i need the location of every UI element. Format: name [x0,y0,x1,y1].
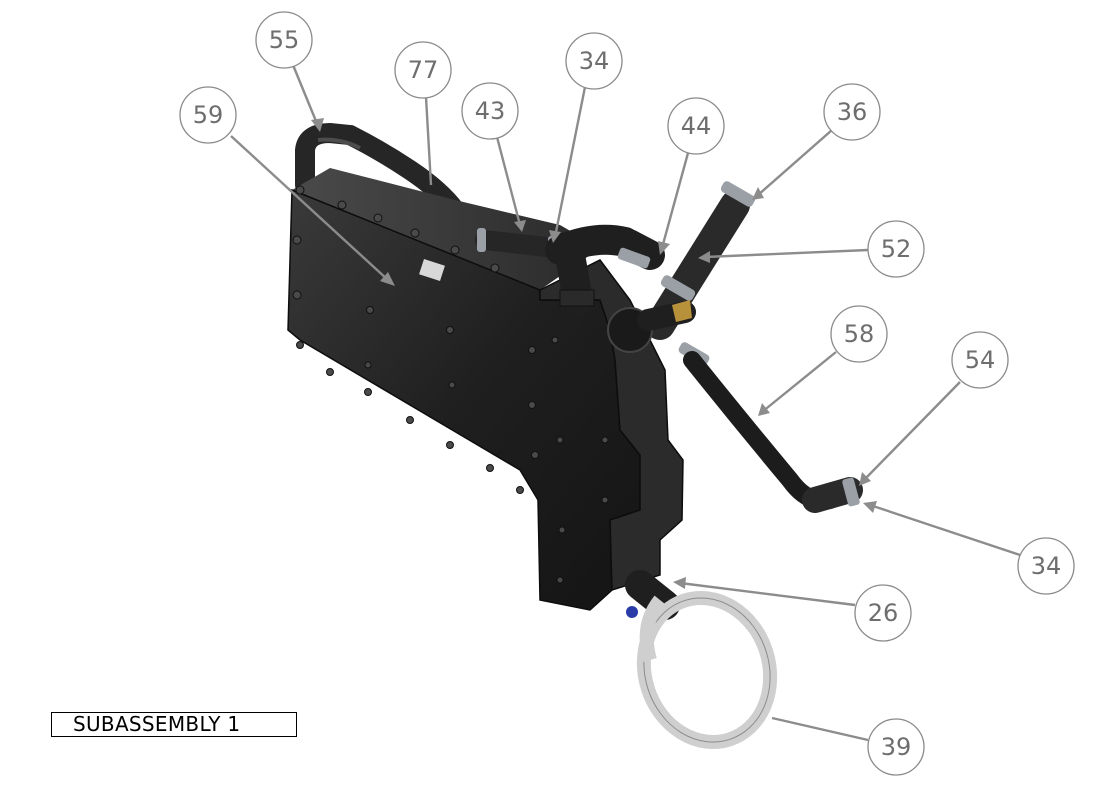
leader-59 [230,135,389,281]
svg-text:39: 39 [881,733,912,761]
leader-44 [660,152,690,249]
svg-text:52: 52 [881,235,912,263]
balloon-26: 26 [854,584,912,642]
leader-43 [495,136,522,226]
leader-26 [679,581,856,607]
svg-text:55: 55 [269,26,300,54]
svg-text:26: 26 [868,599,899,627]
balloon-36: 36 [823,83,881,141]
leader-52 [704,248,869,259]
leader-34a [553,86,587,238]
id-plate [419,258,445,282]
balloon-callouts: 55 77 59 43 34 44 36 52 [179,11,1075,776]
leader-54 [863,381,961,481]
leader-58 [761,351,837,413]
balloon-55: 55 [255,11,313,69]
part-illustration [287,122,863,750]
housing-bolts [292,185,609,584]
leader-77 [424,96,433,186]
balloon-34-right: 34 [1017,537,1075,595]
svg-text:43: 43 [475,97,506,125]
balloon-54: 54 [951,331,1009,389]
brass-fitting [672,300,692,322]
balloon-43: 43 [461,82,519,140]
balloon-39: 39 [867,718,925,776]
leader-55 [291,64,320,127]
balloon-44: 44 [667,97,725,155]
fitting-54 [802,477,863,513]
balloon-34-top: 34 [565,32,623,90]
svg-text:58: 58 [844,320,875,348]
housing-top-face [292,168,600,290]
svg-text:34: 34 [579,47,610,75]
leader-36 [757,129,833,196]
svg-text:34: 34 [1031,552,1062,580]
leader-lines [230,64,1021,742]
leader-34b [869,503,1021,557]
subassembly-title: SUBASSEMBLY 1 [51,712,297,737]
balloon-77: 77 [394,41,452,99]
balloon-52: 52 [867,220,925,278]
svg-text:77: 77 [408,56,439,84]
svg-text:44: 44 [681,112,712,140]
balloon-58: 58 [830,305,888,363]
svg-text:59: 59 [193,101,224,129]
hose-43 [475,230,565,258]
leader-39 [771,716,869,742]
hose-58 [683,351,839,510]
svg-text:54: 54 [965,346,996,374]
svg-text:36: 36 [837,98,868,126]
balloon-59: 59 [179,86,237,144]
